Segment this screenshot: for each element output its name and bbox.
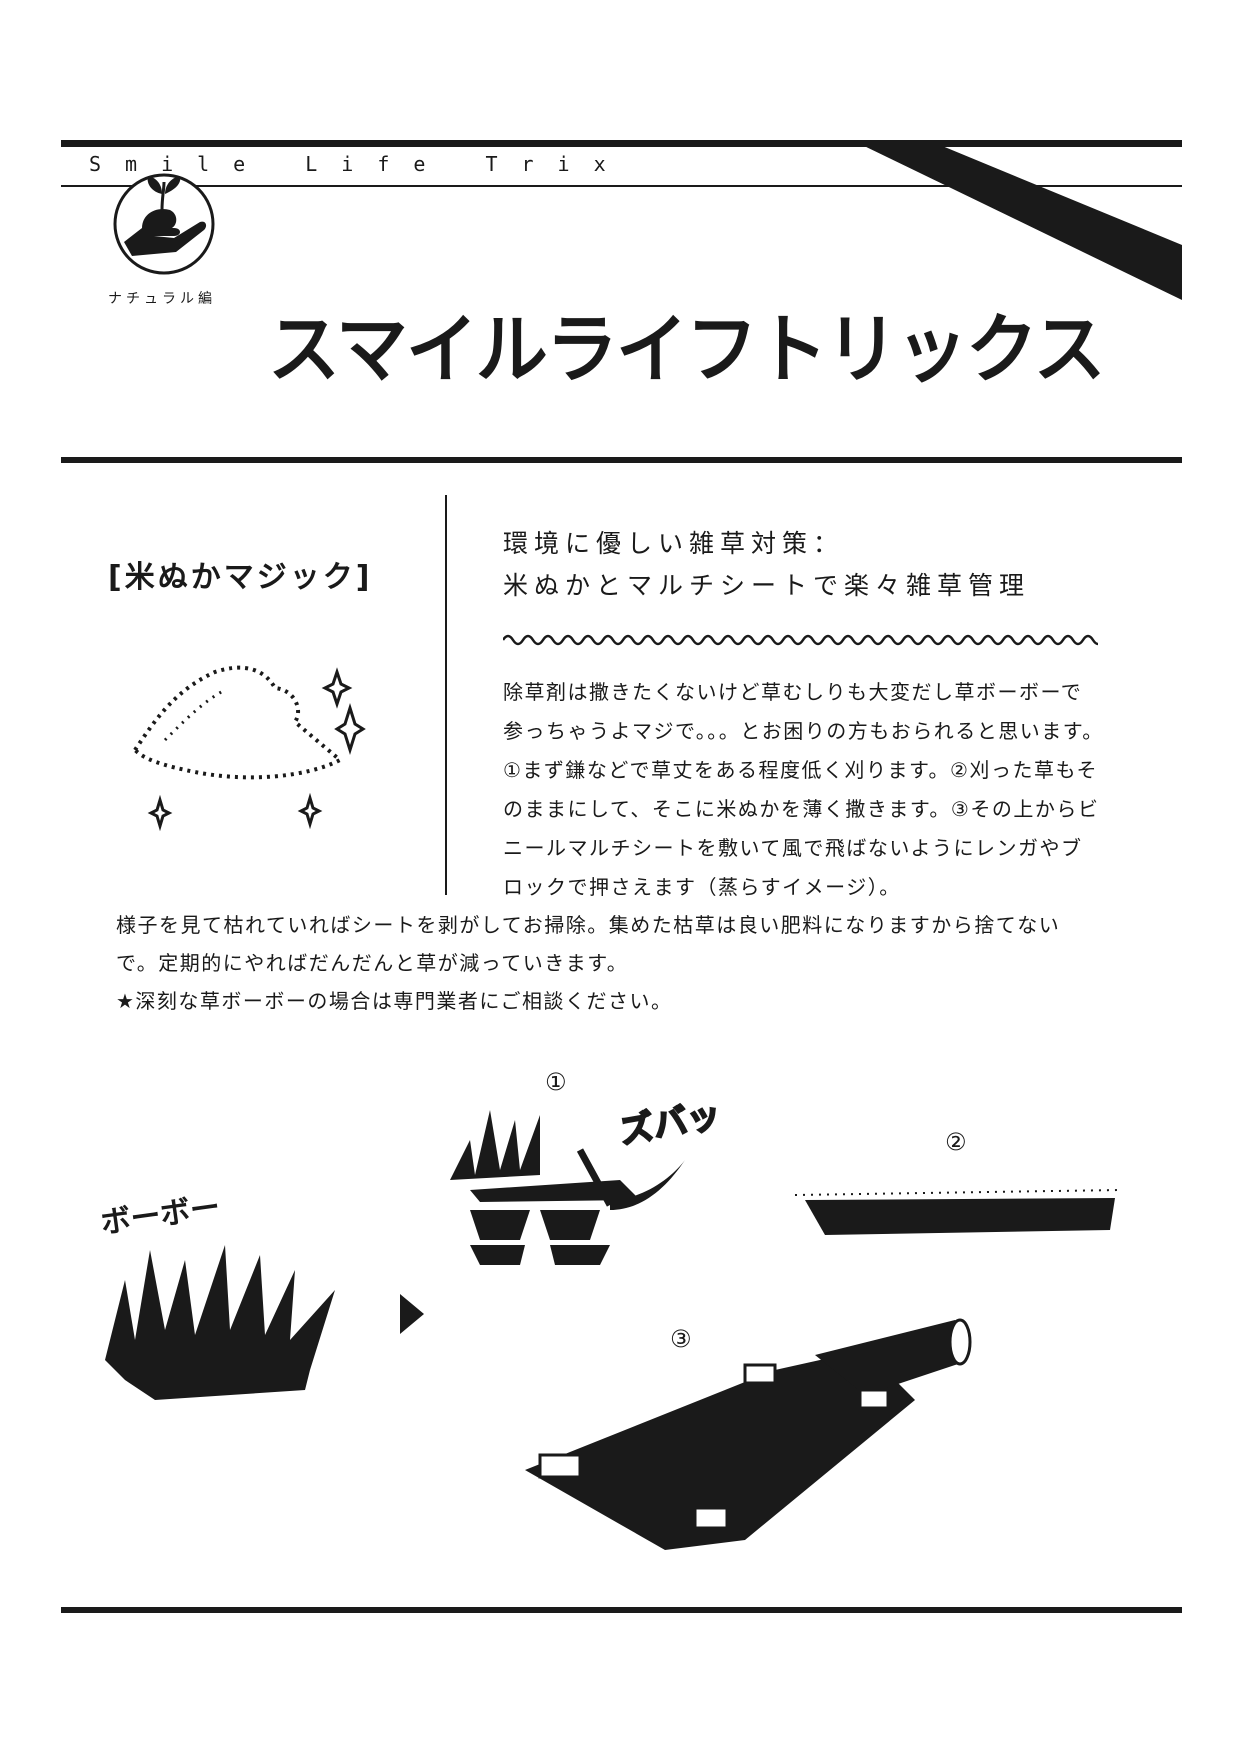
step-1-label: ① [545, 1068, 567, 1096]
edition-label: ナチュラル編 [108, 291, 216, 307]
step-2-cut-grass-icon [794, 1189, 1121, 1235]
step-3-label: ③ [670, 1325, 692, 1353]
diagonal-band [858, 143, 1182, 300]
body-line: で。定期的にやればだんだんと草が減っていきます。 [116, 951, 629, 975]
top-rule [61, 140, 1182, 147]
brand-name: Smile Life Trix [89, 152, 630, 176]
subhead-line-2: 米ぬかとマルチシートで楽々雑草管理 [503, 571, 1031, 600]
overgrown-grass-icon [105, 1245, 335, 1400]
body-line: ①まず鎌などで草丈をある程度低く刈ります。②刈った草もそ [503, 758, 1099, 782]
step-3-mulch-sheet-icon [525, 1318, 972, 1550]
page-title: スマイルライフトリックス [268, 305, 1106, 394]
body-line: 参っちゃうよマジで。。。とお困りの方もおられると思います。 [503, 719, 1104, 743]
swish-text: ズバッ [617, 1095, 724, 1152]
column-divider [445, 495, 447, 895]
wave-divider [503, 634, 1098, 646]
body-line: 様子を見て枯れていればシートを剥がしてお掃除。集めた枯草は良い肥料になりますから… [116, 913, 1061, 937]
section-rule [61, 457, 1182, 463]
body-line: ニールマルチシートを敷いて風で飛ばないようにレンガやブ [503, 836, 1083, 860]
overgrown-label: ボーボー [98, 1189, 223, 1242]
body-line: 除草剤は撒きたくないけど草むしりも大変だし草ボーボーで [503, 680, 1083, 704]
section-label: [米ぬかマジック] [108, 560, 373, 595]
step-1-sickle-cut-icon: ズバッ [450, 1094, 725, 1265]
body-line: ★深刻な草ボーボーの場合は専門業者にご相談ください。 [116, 989, 673, 1013]
header-thin-rule [61, 185, 1182, 187]
arrow-right-icon [400, 1294, 424, 1334]
body-line: のままにして、そこに米ぬかを薄く撒きます。③その上からビ [503, 797, 1100, 821]
bottom-rule [61, 1607, 1182, 1613]
step-2-label: ② [945, 1128, 967, 1156]
subhead-line-1: 環境に優しい雑草対策： [503, 529, 845, 558]
body-line: ロックで押さえます（蒸らすイメージ）。 [503, 875, 901, 899]
rice-bran-pile-icon [132, 665, 366, 832]
sprout-hand-logo-icon [113, 173, 215, 275]
